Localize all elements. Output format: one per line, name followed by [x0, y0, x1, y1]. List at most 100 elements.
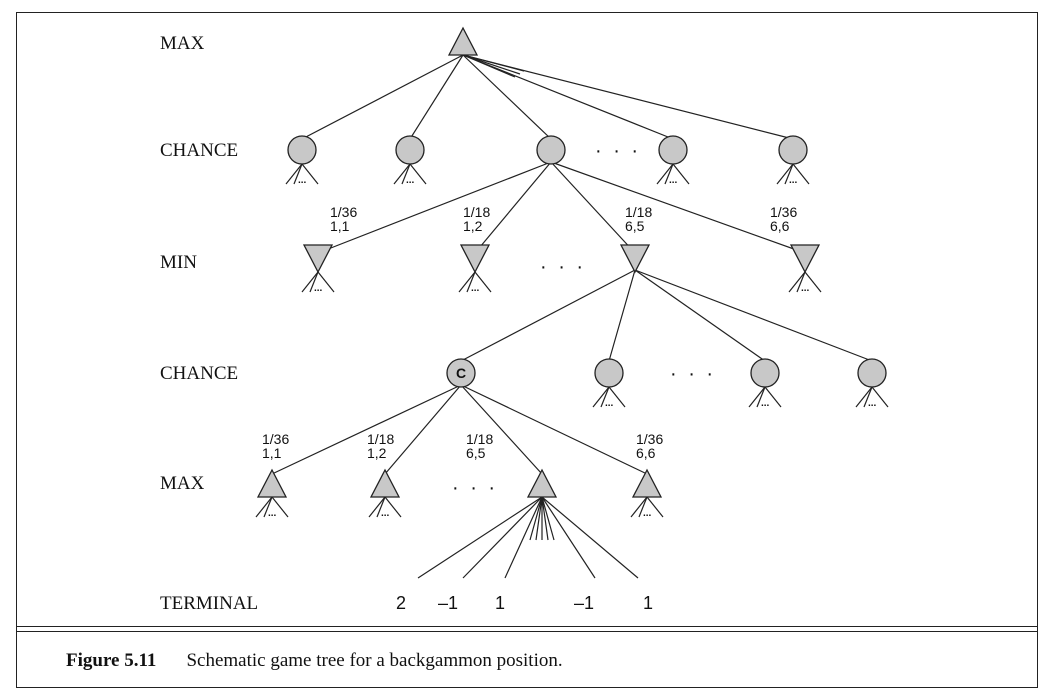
subtree-stub-line [317, 271, 335, 293]
prob-label: 1/18 1,2 [367, 431, 394, 461]
ellipsis-max: · · · [452, 477, 498, 499]
svg-text:6,5: 6,5 [625, 218, 645, 234]
subtree-ellipsis: ... [381, 508, 390, 519]
subtree-stub-line [855, 386, 873, 408]
subtree-ellipsis: ... [406, 175, 415, 186]
prob-label: 1/36 1,1 [330, 204, 357, 234]
max-node-root [447, 26, 479, 56]
subtree-stub-line [301, 271, 319, 293]
subtree-stub-line [271, 496, 289, 518]
subtree-stub-line [401, 163, 411, 185]
subtree-ellipsis: ... [643, 508, 652, 519]
subtree-stub-line [293, 163, 303, 185]
subtree-stub-line [309, 271, 319, 293]
max-node [256, 468, 288, 498]
svg-text:1/36: 1/36 [262, 431, 289, 447]
subtree-ellipsis: ... [801, 283, 810, 294]
chance-node [594, 358, 624, 388]
subtree-ellipsis: ... [298, 175, 307, 186]
subtree-stub-line [656, 163, 674, 185]
svg-text:1,2: 1,2 [367, 445, 387, 461]
subtree-ellipsis: ... [268, 508, 277, 519]
subtree-stub-line [804, 271, 822, 293]
subtree-ellipsis: ... [789, 175, 798, 186]
subtree-stub-line [592, 386, 610, 408]
figure-frame [16, 12, 1038, 688]
subtree-stub-line [638, 496, 648, 518]
svg-text:1/18: 1/18 [466, 431, 493, 447]
subtree-stub-line [458, 271, 476, 293]
level-label-min: MIN [160, 252, 197, 273]
chance-node [536, 135, 566, 165]
edges-max-to-terminal [417, 496, 639, 579]
chance-node-c-label: C [456, 365, 466, 381]
caption-divider [16, 631, 1038, 632]
min-node [619, 244, 651, 274]
svg-text:1,2: 1,2 [463, 218, 483, 234]
level-label-max-bottom: MAX [160, 473, 205, 494]
prob-label: 1/36 6,6 [636, 431, 663, 461]
subtree-ellipsis: ... [314, 283, 323, 294]
svg-text:1,1: 1,1 [330, 218, 350, 234]
chance-node [857, 358, 887, 388]
level-label-chance-top: CHANCE [160, 140, 238, 161]
edges-min-to-chance [460, 269, 873, 362]
subtree-stub-line [409, 163, 427, 185]
terminal-value: –1 [574, 593, 594, 613]
prob-label: 1/18 6,5 [625, 204, 652, 234]
subtree-stub-line [776, 163, 794, 185]
chance-node [287, 135, 317, 165]
subtree-stub-line [600, 386, 610, 408]
min-node [302, 244, 334, 274]
terminal-value: 1 [495, 593, 505, 613]
subtree-stub-line [796, 271, 806, 293]
svg-text:1/18: 1/18 [463, 204, 490, 220]
chance-node [658, 135, 688, 165]
subtree-stub-line [630, 496, 648, 518]
subtree-stub-line [384, 496, 402, 518]
subtree-stub-line [301, 163, 319, 185]
svg-text:1/36: 1/36 [770, 204, 797, 220]
subtree-ellipsis: ... [868, 398, 877, 409]
subtree-stubs: ....................................... [255, 163, 889, 519]
ellipsis-chance-top: · · · [595, 140, 641, 162]
subtree-stub-line [376, 496, 386, 518]
subtree-stub-line [474, 271, 492, 293]
min-node [789, 244, 821, 274]
edges-chance-c-to-max [271, 384, 648, 475]
svg-text:1/18: 1/18 [625, 204, 652, 220]
subtree-stub-line [255, 496, 273, 518]
figure-number: Figure 5.11 [66, 650, 157, 671]
subtree-ellipsis: ... [471, 283, 480, 294]
subtree-stub-line [285, 163, 303, 185]
terminal-value: 1 [643, 593, 653, 613]
level-label-chance-bottom: CHANCE [160, 363, 238, 384]
prob-label: 1/36 6,6 [770, 204, 797, 234]
level-label-terminal: TERMINAL [160, 593, 258, 614]
subtree-stub-line [466, 271, 476, 293]
prob-label: 1/36 1,1 [262, 431, 289, 461]
subtree-stub-line [263, 496, 273, 518]
svg-text:1/18: 1/18 [367, 431, 394, 447]
subtree-stub-line [672, 163, 690, 185]
edges-root [301, 54, 794, 140]
edges-chance-top-to-min [317, 161, 806, 254]
prob-label: 1/18 6,5 [466, 431, 493, 461]
subtree-ellipsis: ... [605, 398, 614, 409]
figure-caption-text: Schematic game tree for a backgammon pos… [186, 650, 563, 671]
ellipsis-chance-bottom: · · · [670, 363, 716, 385]
max-node [369, 468, 401, 498]
ellipsis-min: · · · [540, 256, 586, 278]
subtree-ellipsis: ... [761, 398, 770, 409]
subtree-stub-line [393, 163, 411, 185]
subtree-stub-line [646, 496, 664, 518]
max-node [631, 468, 663, 498]
chance-node [395, 135, 425, 165]
chance-node [750, 358, 780, 388]
subtree-stub-line [784, 163, 794, 185]
terminal-value: 2 [396, 593, 406, 613]
subtree-stub-line [788, 271, 806, 293]
chance-node-c [446, 358, 476, 388]
subtree-stub-line [664, 163, 674, 185]
min-node [459, 244, 491, 274]
